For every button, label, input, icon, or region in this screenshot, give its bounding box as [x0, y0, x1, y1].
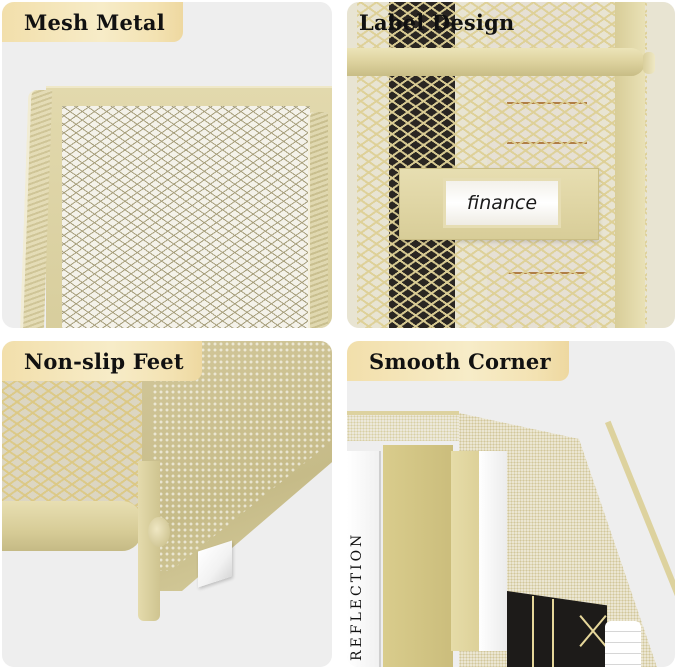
back-mesh	[2, 381, 142, 511]
yellow-folder	[383, 445, 453, 667]
folder-edge	[451, 451, 479, 651]
white-file	[479, 451, 507, 651]
screw-icon	[148, 517, 170, 547]
feature-title-badge: Label Design	[359, 9, 515, 35]
frame-right-post	[308, 112, 328, 328]
binder-gold-line	[552, 599, 554, 667]
white-book	[347, 451, 381, 667]
feature-panel-mesh-metal: Mesh Metal	[2, 2, 332, 328]
feature-panel-smooth-corner: REFLECTION Smooth Corner	[347, 341, 675, 667]
mesh-texture	[62, 106, 310, 328]
feature-panel-label-design: finance Label Design	[347, 2, 675, 328]
feature-title-badge: Smooth Corner	[347, 341, 569, 381]
label-card: finance	[443, 178, 561, 228]
binder-gold-line	[532, 596, 534, 667]
back-mesh	[347, 411, 459, 441]
holder-top-rod	[347, 48, 645, 76]
paper-roll	[605, 621, 641, 667]
feature-panel-non-slip-feet: Non-slip Feet	[2, 341, 332, 667]
book-spine-text: REFLECTION	[349, 531, 365, 661]
bottom-rail	[2, 501, 142, 551]
feature-title-badge: Mesh Metal	[2, 2, 183, 42]
frame-leg	[138, 461, 160, 621]
rod-end-cap	[643, 52, 655, 74]
feature-title-badge: Non-slip Feet	[2, 341, 202, 381]
